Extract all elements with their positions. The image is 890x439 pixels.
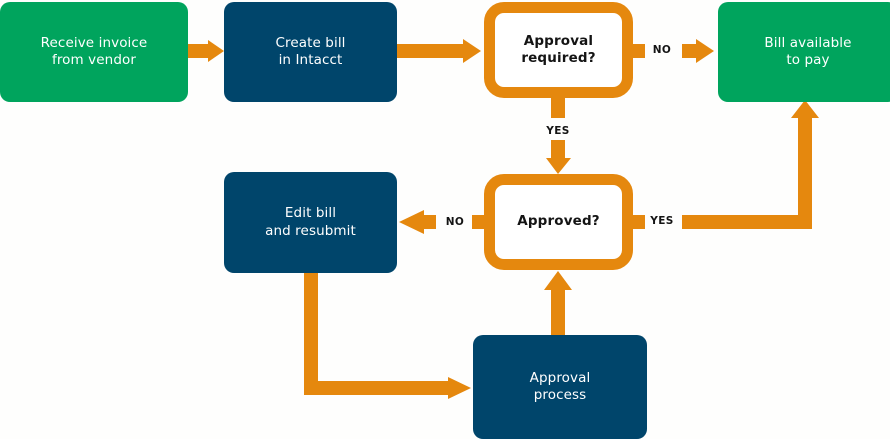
edge-label-yes-approved-text: YES — [650, 215, 674, 227]
edge-label-no-approval-required: NO — [644, 41, 680, 59]
node-approved[interactable]: Approved? — [484, 174, 633, 270]
node-bill-available[interactable]: Bill available to pay — [718, 2, 890, 102]
connector-approved-yes — [633, 100, 819, 229]
edge-label-yes-approval-required-text: YES — [546, 125, 570, 137]
connector-approval-process-to-approved — [544, 271, 572, 335]
node-receive-invoice-label: Receive invoice from vendor — [40, 34, 148, 68]
connector-edit-bill-to-approval-process — [304, 273, 471, 399]
connector-approval-required-yes — [546, 98, 571, 174]
connector-receive-to-create — [188, 40, 224, 62]
connector-approval-required-no — [633, 39, 714, 63]
node-approval-process[interactable]: Approval process — [473, 335, 647, 439]
node-edit-bill-label: Edit bill and resubmit — [265, 205, 356, 239]
edge-label-yes-approved: YES — [644, 212, 680, 230]
node-bill-available-label: Bill available to pay — [764, 34, 852, 68]
connector-create-to-approval-required — [397, 39, 481, 63]
node-approval-process-label: Approval process — [529, 369, 591, 403]
node-receive-invoice[interactable]: Receive invoice from vendor — [0, 2, 188, 102]
connector-approved-no — [399, 210, 484, 234]
node-approval-required[interactable]: Approval required? — [484, 2, 633, 98]
edge-label-yes-approval-required: YES — [540, 122, 576, 140]
edge-label-no-approval-required-text: NO — [652, 44, 672, 56]
node-approval-required-label: Approval required? — [521, 32, 596, 66]
node-approved-label: Approved? — [517, 213, 600, 230]
edge-label-no-approved: NO — [437, 213, 473, 231]
node-edit-bill[interactable]: Edit bill and resubmit — [224, 172, 397, 273]
node-create-bill-label: Create bill in Intacct — [275, 34, 346, 68]
edge-label-no-approved-text: NO — [445, 216, 465, 228]
node-create-bill[interactable]: Create bill in Intacct — [224, 2, 397, 102]
